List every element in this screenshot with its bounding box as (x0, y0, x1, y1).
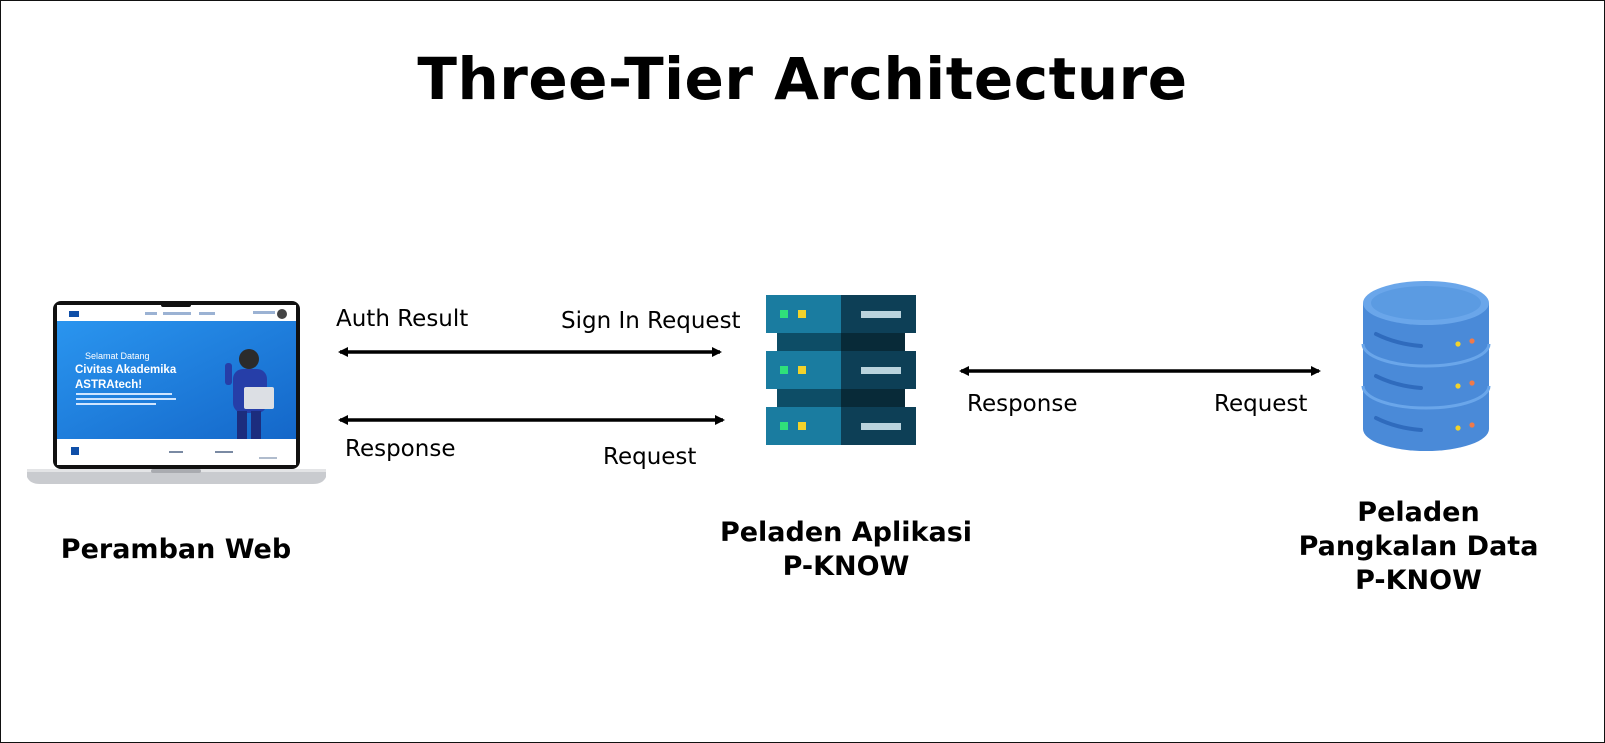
edge-label-request-right: Request (1214, 391, 1308, 417)
node-caption-browser: Peramban Web (41, 533, 311, 567)
node-caption-app-server: Peladen Aplikasi P-KNOW (701, 516, 991, 584)
edge-label-request-left: Request (603, 444, 697, 470)
node-caption-db-server: Peladen Pangkalan Data P-KNOW (1281, 496, 1556, 598)
laptop-screen-headline: Civitas Akademika ASTRAtech! (75, 364, 177, 391)
db-server-caption-line1: Peladen (1357, 497, 1480, 528)
db-server-caption-line3: P-KNOW (1355, 565, 1482, 596)
app-server-caption-line1: Peladen Aplikasi (719, 517, 973, 548)
laptop-screen-greeting: Selamat Datang (85, 351, 150, 361)
edge-label-sign-in-request: Sign In Request (561, 308, 741, 334)
app-server-caption-line2: P-KNOW (782, 551, 910, 582)
edge-label-response-right: Response (967, 391, 1078, 417)
edge-label-response-left: Response (345, 436, 456, 462)
db-server-caption-line2: Pangkalan Data (1298, 531, 1539, 562)
diagram-title: Three-Tier Architecture (417, 45, 1188, 113)
edge-label-auth-result: Auth Result (336, 306, 469, 332)
browser-caption-text: Peramban Web (60, 534, 292, 565)
